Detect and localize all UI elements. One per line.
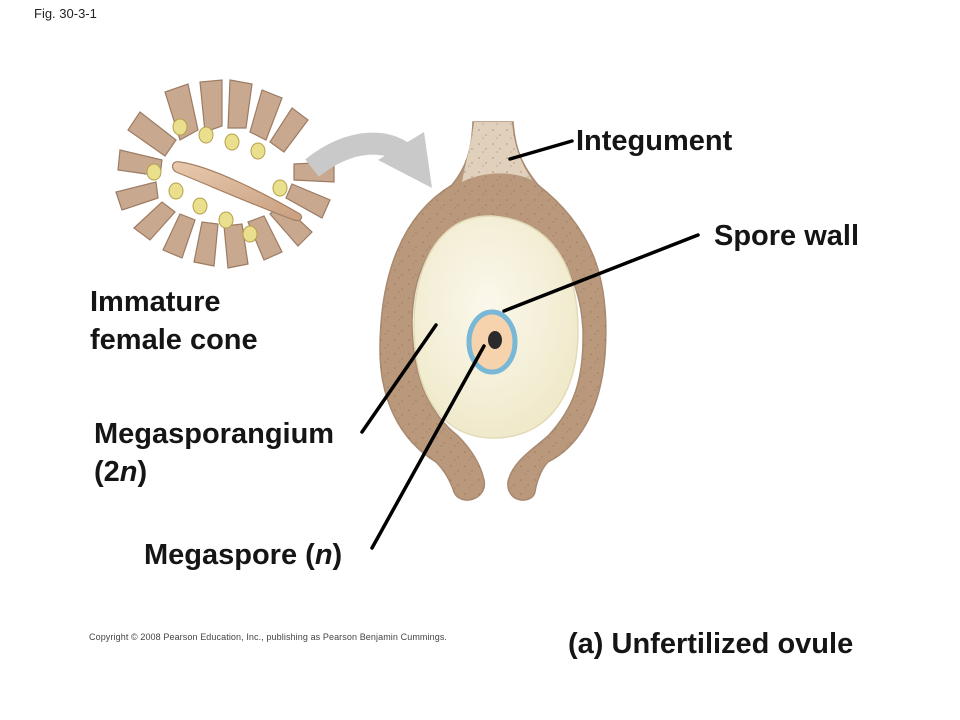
ploidy-open: (2: [94, 456, 120, 488]
megasporangium-leader: [360, 323, 438, 434]
figure-caption: (a) Unfertilized ovule: [568, 628, 854, 660]
megasporangium-label-line-2: (2n): [94, 453, 334, 491]
label-megaspore: Megaspore (n): [144, 536, 342, 574]
spore-wall-leader: [502, 233, 700, 313]
copyright-notice: Copyright © 2008 Pearson Education, Inc.…: [89, 632, 448, 642]
megaspore-nucleus: [488, 331, 502, 349]
cone-axis: [171, 161, 303, 222]
cone-label-line-2: female cone: [90, 324, 258, 356]
cone-ovules: [146, 118, 288, 243]
megaspore-leader: [370, 344, 486, 550]
megaspore-label-close: ): [332, 539, 343, 571]
megasporangium-label-line-1: Megasporangium: [94, 418, 335, 450]
female-cone-illustration: [115, 79, 335, 269]
megaspore-label-n: n: [314, 539, 333, 571]
cone-label-line-1: Immature: [90, 286, 221, 318]
curved-arrow: [305, 132, 432, 188]
cone-scales: [115, 79, 335, 269]
label-megasporangium: Megasporangium (2n): [94, 415, 334, 491]
ploidy-n: n: [119, 456, 138, 488]
leader-lines: [360, 139, 700, 550]
integument-leader: [508, 139, 574, 161]
label-integument: Integument: [576, 125, 733, 157]
label-immature-female-cone: Immature female cone: [90, 283, 258, 359]
figure-label: Fig. 30-3-1: [34, 6, 97, 21]
label-spore-wall: Spore wall: [714, 220, 860, 252]
ploidy-close: ): [137, 456, 148, 488]
ovule-illustration: [379, 121, 607, 501]
megaspore-label-text: Megaspore (: [144, 539, 315, 571]
